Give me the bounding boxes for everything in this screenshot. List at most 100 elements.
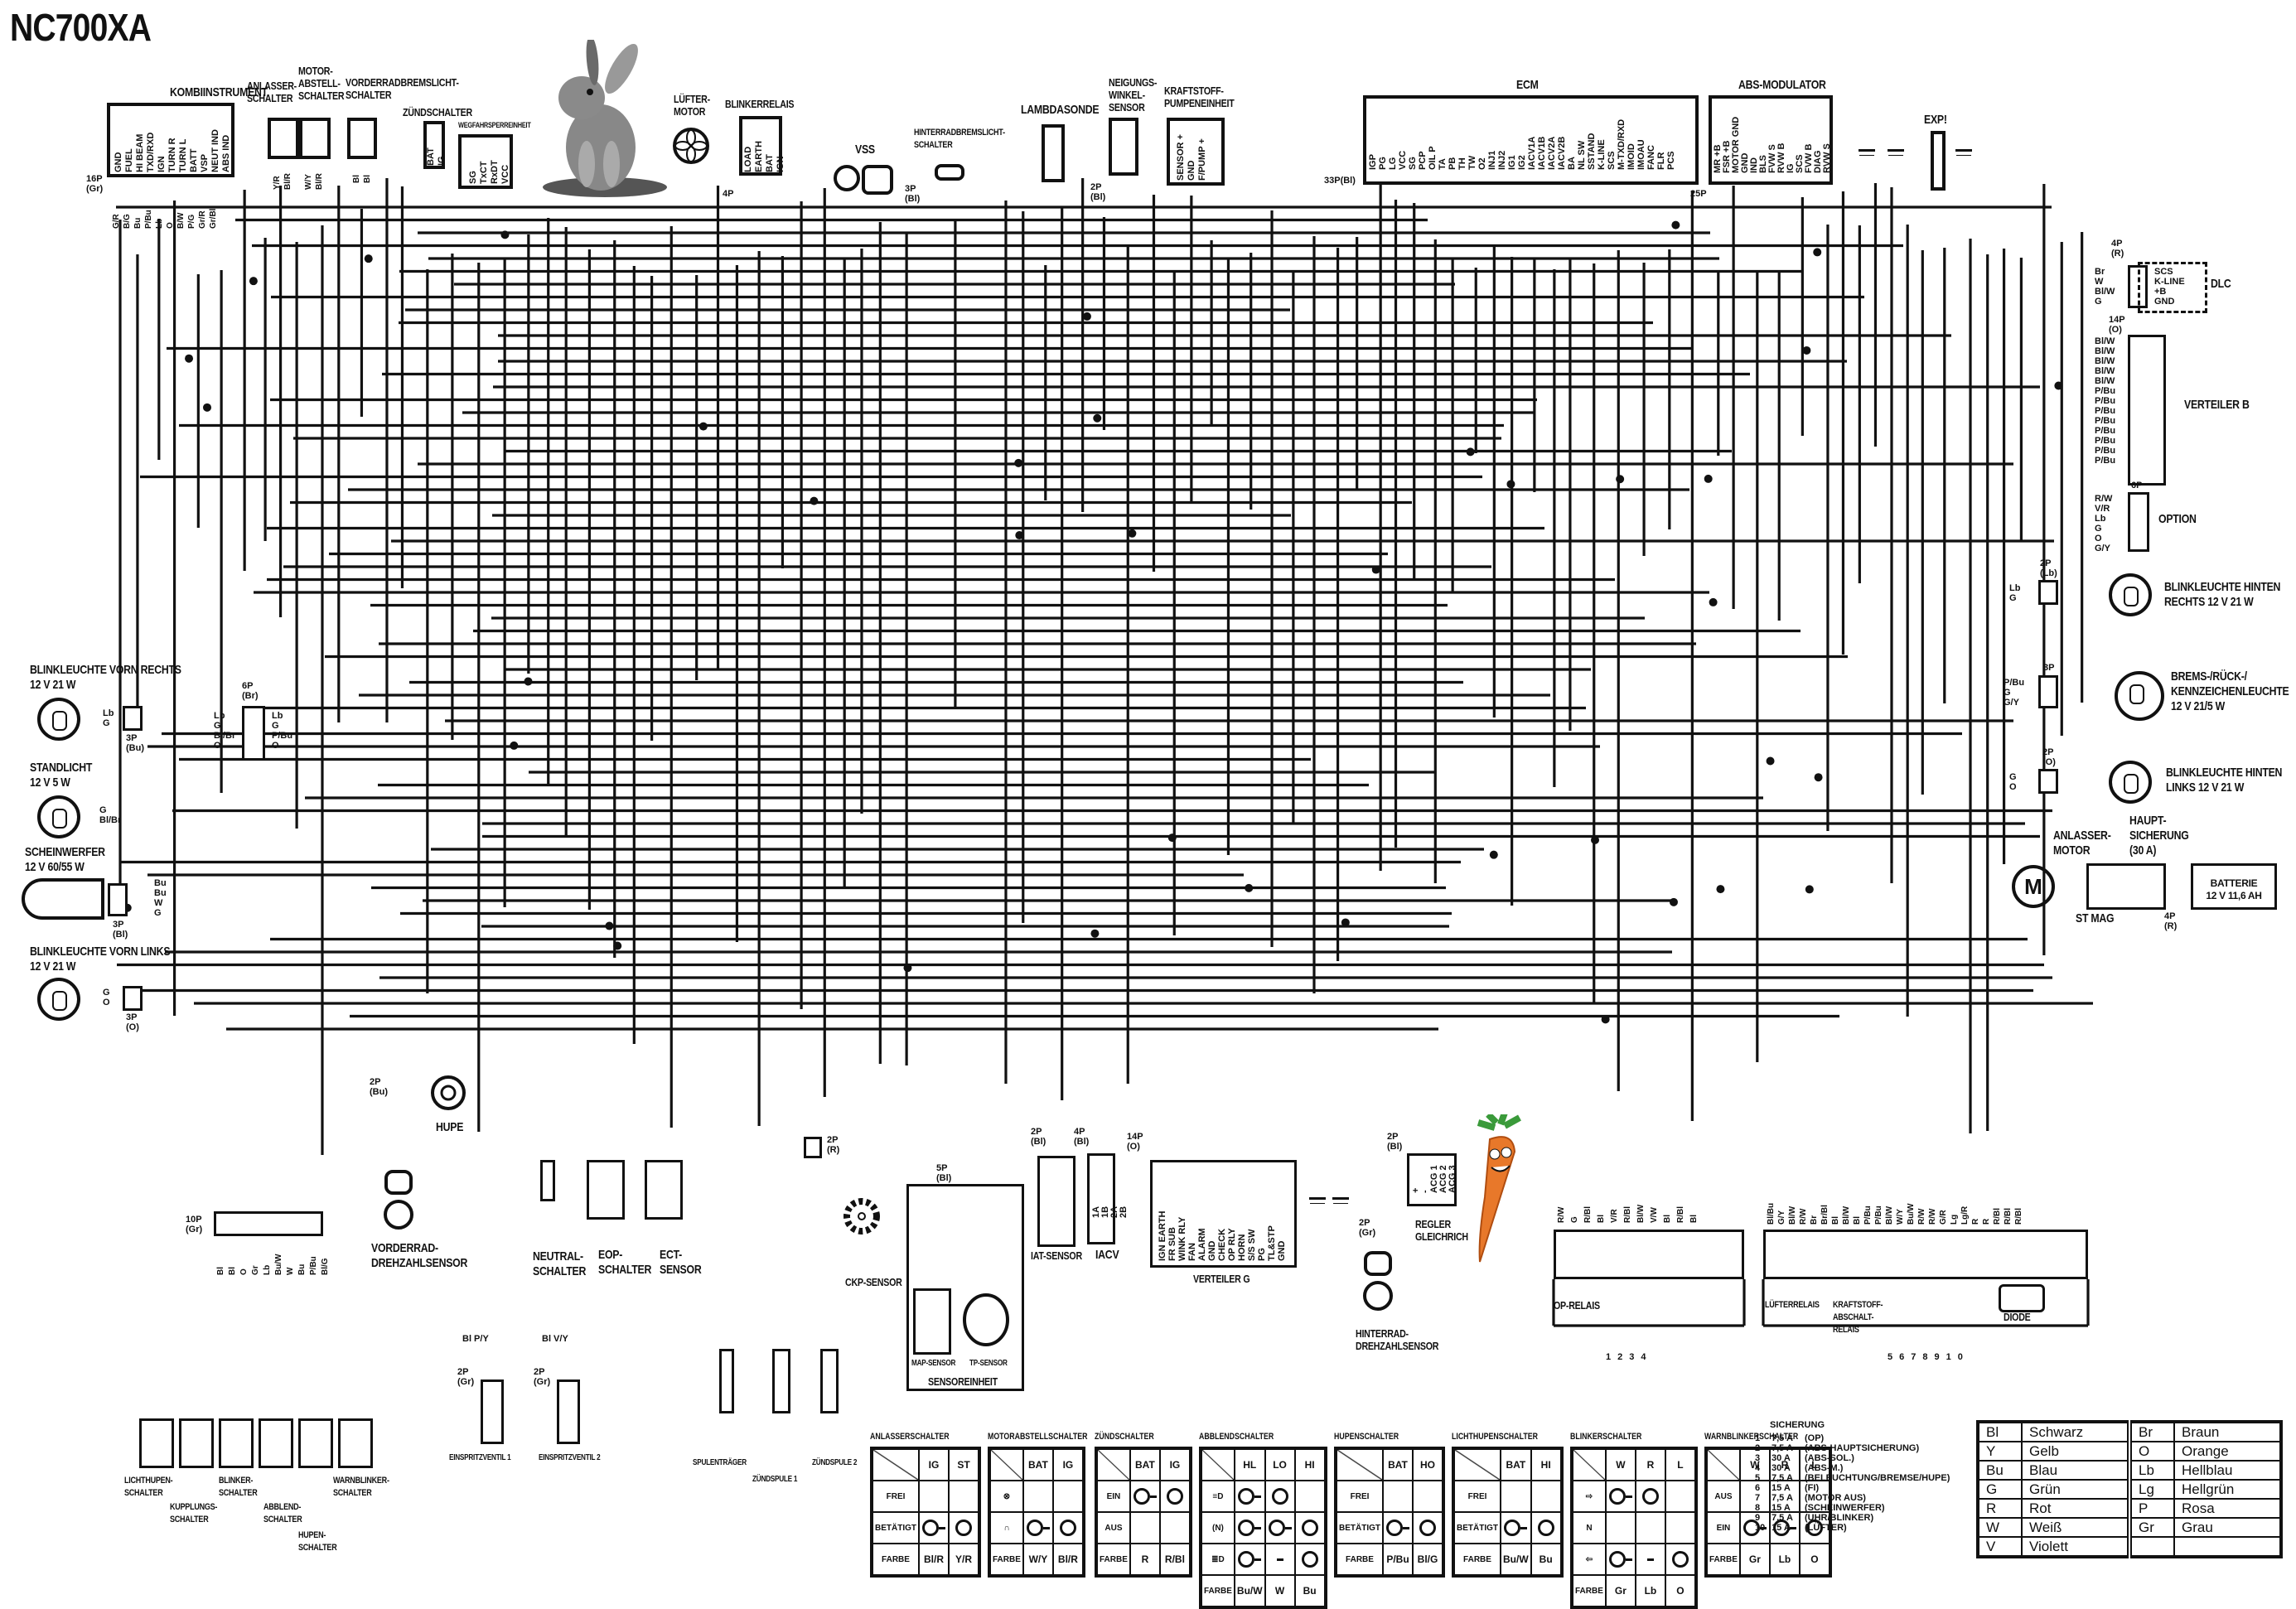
warnblinkerschalter[interactable] bbox=[338, 1418, 373, 1468]
blinkerrelais-label: BLINKERRELAIS bbox=[725, 98, 795, 110]
vorderradbremslichtschalter[interactable] bbox=[347, 118, 377, 159]
abs-modulator-label: ABS-MODULATOR bbox=[1738, 78, 1826, 92]
ground-icon bbox=[1888, 149, 1904, 152]
fuse-d: (UHR/BLINKER) bbox=[1805, 1513, 1874, 1523]
motorabstellschalter[interactable] bbox=[299, 118, 331, 159]
row-label: ⇦ bbox=[1571, 1543, 1607, 1576]
pin-label: ACG 3 bbox=[1448, 1165, 1457, 1193]
blinker-hl-connector-label: 2P (O) bbox=[2042, 747, 2056, 767]
ecm-connector-label: 33P(Bl) bbox=[1324, 176, 1356, 186]
color-name: Grau bbox=[2173, 1517, 2282, 1538]
pin-label: IG1 bbox=[1507, 155, 1517, 170]
spulentraeger bbox=[719, 1349, 734, 1413]
pin-label: IMOAU bbox=[1636, 139, 1646, 170]
dlc-label[interactable]: DLC bbox=[2211, 277, 2231, 291]
iacv bbox=[1087, 1153, 1115, 1244]
brems-label: BREMS-/RÜCK-/ KENNZEICHENLEUCHTE 12 V 21… bbox=[2171, 669, 2289, 713]
fan-motor-icon bbox=[673, 128, 709, 164]
zuendschalter[interactable] bbox=[423, 121, 445, 169]
tp-sensor-label: TP-SENSOR bbox=[969, 1359, 1008, 1368]
verteiler-g-connector-label: 14P (O) bbox=[1127, 1132, 1143, 1152]
pin-label: P/G bbox=[187, 214, 196, 229]
lichthupenschalter[interactable] bbox=[139, 1418, 174, 1468]
wire-color: Bu bbox=[1293, 1574, 1327, 1608]
wire-label: Bl/W bbox=[2095, 366, 2115, 376]
blinker-vr-label: BLINKLEUCHTE VORN RECHTS 12 V 21 W bbox=[30, 663, 181, 692]
ground-icon bbox=[1859, 149, 1875, 152]
pin-label: Bl bbox=[1597, 1215, 1606, 1223]
junction-dot bbox=[1093, 413, 1102, 423]
bulb-icon bbox=[37, 978, 80, 1021]
hupenschalter[interactable] bbox=[298, 1418, 333, 1468]
pin-label: TURN R bbox=[167, 138, 177, 172]
batterie-label: BATTERIE 12 V 11,6 AH bbox=[2206, 877, 2262, 901]
pin-label: VCC bbox=[500, 164, 510, 184]
pin-label: Bl/W bbox=[1788, 1206, 1797, 1225]
vss-label: VSS bbox=[855, 143, 875, 157]
cell bbox=[1604, 1511, 1636, 1544]
corner-cell bbox=[1705, 1447, 1741, 1481]
wire-label: P/Bu bbox=[2095, 406, 2116, 416]
hinterradbremslichtschalter[interactable] bbox=[935, 164, 964, 181]
pin-label: S/S SW bbox=[1247, 1229, 1257, 1261]
wire-label: P/Bu bbox=[2095, 426, 2116, 436]
junction-dot bbox=[1805, 885, 1814, 894]
wire-label: P/Bu bbox=[2095, 436, 2116, 446]
junction-dot bbox=[1813, 248, 1822, 257]
wegfahrsperre-label: WEGFAHRSPERREINHEIT bbox=[458, 121, 531, 129]
blinkerschalter[interactable] bbox=[219, 1418, 254, 1468]
pin-label: G/R bbox=[1939, 1210, 1948, 1225]
junction-dot bbox=[1814, 773, 1823, 782]
cell bbox=[1264, 1543, 1296, 1576]
pin-label: Y/R bbox=[273, 176, 282, 190]
sensoreinheit-label: SENSOREINHEIT bbox=[928, 1375, 998, 1388]
pin-label: R/W bbox=[1557, 1206, 1566, 1223]
pin-label: Bu bbox=[133, 217, 143, 229]
farbe-label: FARBE bbox=[988, 1543, 1024, 1577]
color-name: Schwarz bbox=[2021, 1421, 2130, 1442]
wire-color: P/Bu bbox=[1382, 1543, 1414, 1577]
pin-label: R/Bl bbox=[2014, 1208, 2023, 1225]
junction-dot bbox=[500, 230, 510, 239]
rabbit-image bbox=[543, 40, 667, 197]
wire-color: Bu/W bbox=[1500, 1543, 1532, 1577]
junction-dot bbox=[1506, 480, 1515, 489]
color-name: Gelb bbox=[2021, 1441, 2130, 1462]
op-relais-label: OP-RELAIS bbox=[1554, 1299, 1600, 1312]
column-header: W bbox=[1604, 1447, 1636, 1481]
pin-label: GND bbox=[1207, 1240, 1217, 1261]
luefter-motor-label: LÜFTER- MOTOR bbox=[674, 93, 710, 118]
pin-label: Lb bbox=[155, 218, 164, 229]
farbe-label: FARBE bbox=[1453, 1543, 1501, 1577]
pin-label: R/W bbox=[1799, 1208, 1808, 1225]
wire-label: SCS bbox=[2154, 267, 2173, 277]
farbe-label: FARBE bbox=[1335, 1543, 1384, 1577]
abblendschalter[interactable] bbox=[259, 1418, 293, 1468]
kupplungsschalter[interactable] bbox=[179, 1418, 214, 1468]
pin-label: O bbox=[239, 1268, 249, 1275]
contact-icon bbox=[1293, 1543, 1327, 1576]
pin-label: INJ1 bbox=[1487, 150, 1497, 170]
pin-label: NEUT IND bbox=[210, 129, 220, 172]
fuse-a: 7,5 A bbox=[1772, 1473, 1793, 1483]
pin-label: BATT bbox=[189, 148, 199, 172]
pin-label: R/Bl bbox=[1993, 1208, 2002, 1225]
color-name: Blau bbox=[2021, 1460, 2130, 1481]
wire-color: Bl/R bbox=[1051, 1543, 1085, 1577]
anlasserschalter[interactable] bbox=[268, 118, 299, 159]
blinker-hl-wires: G O bbox=[2009, 772, 2017, 792]
fuse-d: (OP) bbox=[1805, 1433, 1825, 1443]
row-label: AUS bbox=[1705, 1480, 1741, 1513]
contact-icon bbox=[948, 1511, 980, 1544]
einspritzventil-2-label: EINSPRITZVENTIL 2 bbox=[539, 1453, 601, 1462]
pin-label: V/R bbox=[1610, 1209, 1619, 1223]
